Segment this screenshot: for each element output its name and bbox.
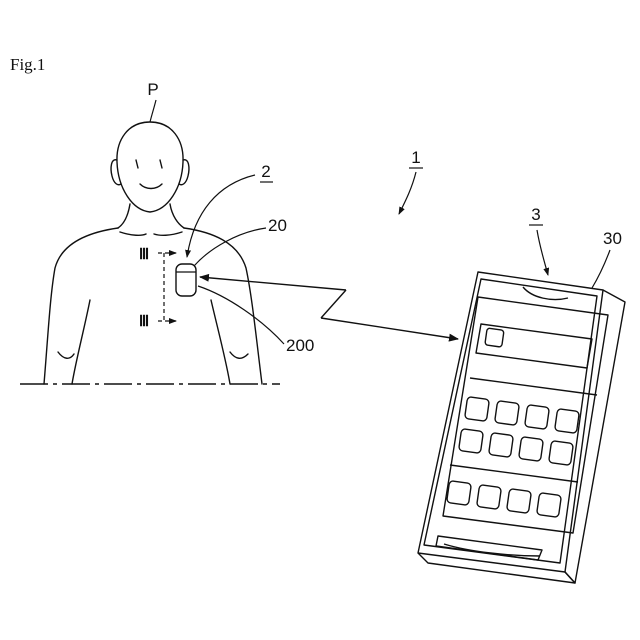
phone-bottom-edge <box>418 553 575 583</box>
person-figure <box>44 122 262 384</box>
label-phone-body: 30 <box>603 229 622 248</box>
phone-dock-icon <box>507 489 532 514</box>
wireless-link-zigzag <box>321 290 346 318</box>
label-phone: 3 <box>531 205 540 224</box>
phone-widget-icon <box>485 328 504 347</box>
person-right-arm-inner <box>211 300 230 384</box>
phone-screen-separator-lower <box>450 465 578 482</box>
label-person: P <box>147 80 158 99</box>
leader-phone-body <box>592 250 610 288</box>
person-left-shoulder <box>44 228 118 384</box>
phone-app-icon <box>555 409 580 434</box>
phone-side-edge <box>565 290 625 583</box>
arrow-phone <box>537 230 548 275</box>
label-sensor-body: 20 <box>268 216 287 235</box>
person-neck-right <box>170 204 184 228</box>
smartphone <box>418 272 625 583</box>
person-left-collarbone <box>120 232 146 235</box>
phone-app-icon <box>489 433 514 458</box>
phone-dock-icon <box>537 493 562 518</box>
phone-app-icon <box>459 429 484 454</box>
leader-sensor-part <box>198 286 284 344</box>
phone-dock-icon <box>447 481 472 506</box>
leader-person <box>150 100 156 122</box>
person-left-elbow <box>58 352 74 358</box>
phone-screen-separator-upper <box>470 378 597 395</box>
phone-app-icon <box>549 441 574 466</box>
arrow-system <box>399 172 416 214</box>
sensor-body <box>176 264 196 296</box>
section-mark-lower: Ⅲ <box>139 314 149 330</box>
phone-bezel <box>424 279 597 563</box>
person-mouth <box>140 184 162 189</box>
figure-title: Fig.1 <box>10 55 45 74</box>
person-right-collarbone <box>154 232 182 235</box>
person-left-arm-inner <box>72 300 90 384</box>
label-sensor-part: 200 <box>286 336 314 355</box>
person-right-elbow <box>230 352 248 358</box>
person-right-shoulder <box>184 228 262 384</box>
wireless-link-to-phone <box>321 318 458 339</box>
person-head <box>117 122 183 212</box>
phone-app-icon <box>525 405 550 430</box>
label-system: 1 <box>411 148 420 167</box>
leader-sensor-body <box>194 228 266 266</box>
phone-outer-body <box>418 272 603 572</box>
wireless-link-to-sensor <box>200 277 346 290</box>
phone-app-icon <box>519 437 544 462</box>
label-sensor: 2 <box>261 162 270 181</box>
person-neck-left <box>118 204 130 228</box>
phone-dock-icon <box>477 485 502 510</box>
phone-app-icon <box>465 397 490 422</box>
phone-app-icon <box>495 401 520 426</box>
person-left-eye <box>136 160 138 168</box>
person-right-eye <box>160 160 162 168</box>
section-mark-upper: Ⅲ <box>139 247 149 263</box>
sensor-device <box>176 264 196 296</box>
